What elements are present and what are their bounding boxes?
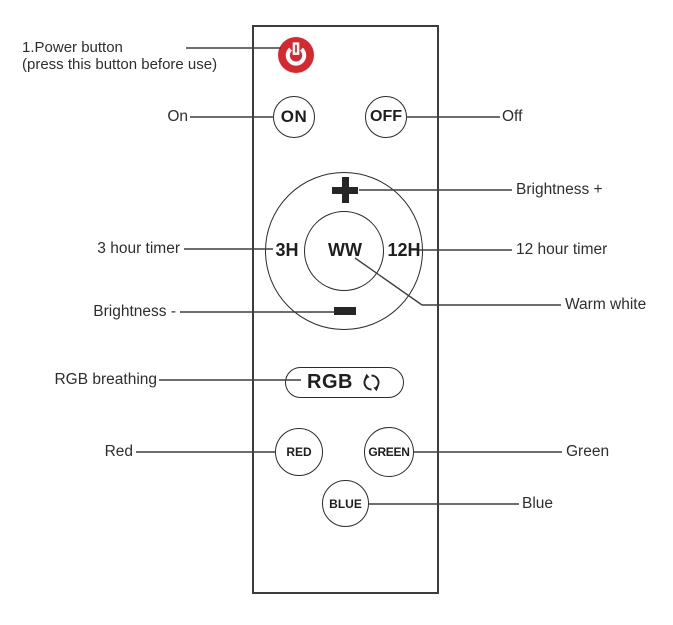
off-button-label: OFF: [370, 108, 402, 125]
rgb-breathing-button[interactable]: RGB: [285, 367, 404, 398]
warm-white-button-label[interactable]: WW: [328, 240, 362, 260]
label-red: Red: [104, 443, 133, 460]
power-label-line2: (press this button before use): [22, 55, 218, 73]
power-label-line1: 1.Power button: [22, 39, 123, 56]
rgb-cycle-icon: [363, 373, 380, 392]
label-12-hour-timer: 12 hour timer: [516, 241, 608, 258]
green-button[interactable]: GREEN: [364, 427, 414, 477]
off-button[interactable]: OFF: [365, 96, 407, 138]
red-button[interactable]: RED: [275, 428, 323, 476]
minus-icon[interactable]: [334, 307, 356, 315]
on-button-label: ON: [280, 107, 308, 126]
timer-3h-button[interactable]: 3H: [275, 240, 299, 260]
label-warm-white: Warm white: [565, 296, 647, 313]
label-off: Off: [502, 108, 523, 125]
label-on: On: [167, 108, 188, 125]
green-button-label: GREEN: [368, 445, 410, 459]
power-icon: [278, 37, 314, 73]
on-button[interactable]: ON: [273, 96, 315, 138]
timer-12h-button[interactable]: 12H: [387, 240, 421, 260]
rgb-button-label: RGB: [307, 371, 353, 393]
blue-button-label: BLUE: [329, 496, 362, 511]
label-rgb-breathing: RGB breathing: [54, 371, 157, 388]
label-green: Green: [566, 443, 610, 460]
power-button-label: 1.Power button (press this button before…: [22, 39, 218, 73]
power-button[interactable]: [278, 37, 314, 73]
label-blue: Blue: [522, 495, 554, 512]
label-brightness-minus: Brightness -: [93, 303, 176, 320]
blue-button[interactable]: BLUE: [322, 480, 369, 527]
label-brightness-plus: Brightness +: [516, 181, 603, 198]
red-button-label: RED: [286, 445, 312, 459]
label-3-hour-timer: 3 hour timer: [97, 240, 180, 257]
plus-icon[interactable]: [341, 177, 349, 203]
